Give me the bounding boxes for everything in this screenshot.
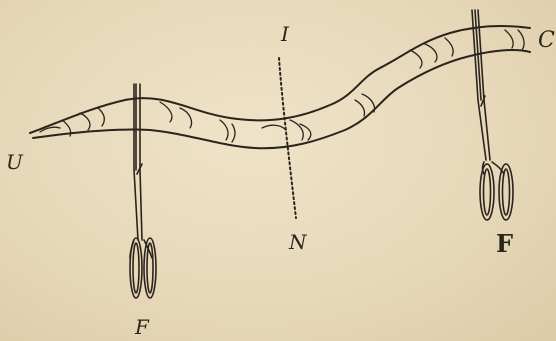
right-forceps <box>472 10 513 220</box>
section-line-dashed <box>279 58 296 218</box>
label-c: C <box>538 30 555 52</box>
intestine-fold-marks <box>40 30 524 142</box>
label-n: N <box>289 232 307 252</box>
intestine-segment <box>30 26 530 148</box>
label-f-left: F <box>135 317 149 337</box>
label-u: U <box>6 152 23 172</box>
label-i: I <box>281 24 289 44</box>
label-f-right: F <box>496 232 513 256</box>
left-forceps <box>130 84 156 298</box>
